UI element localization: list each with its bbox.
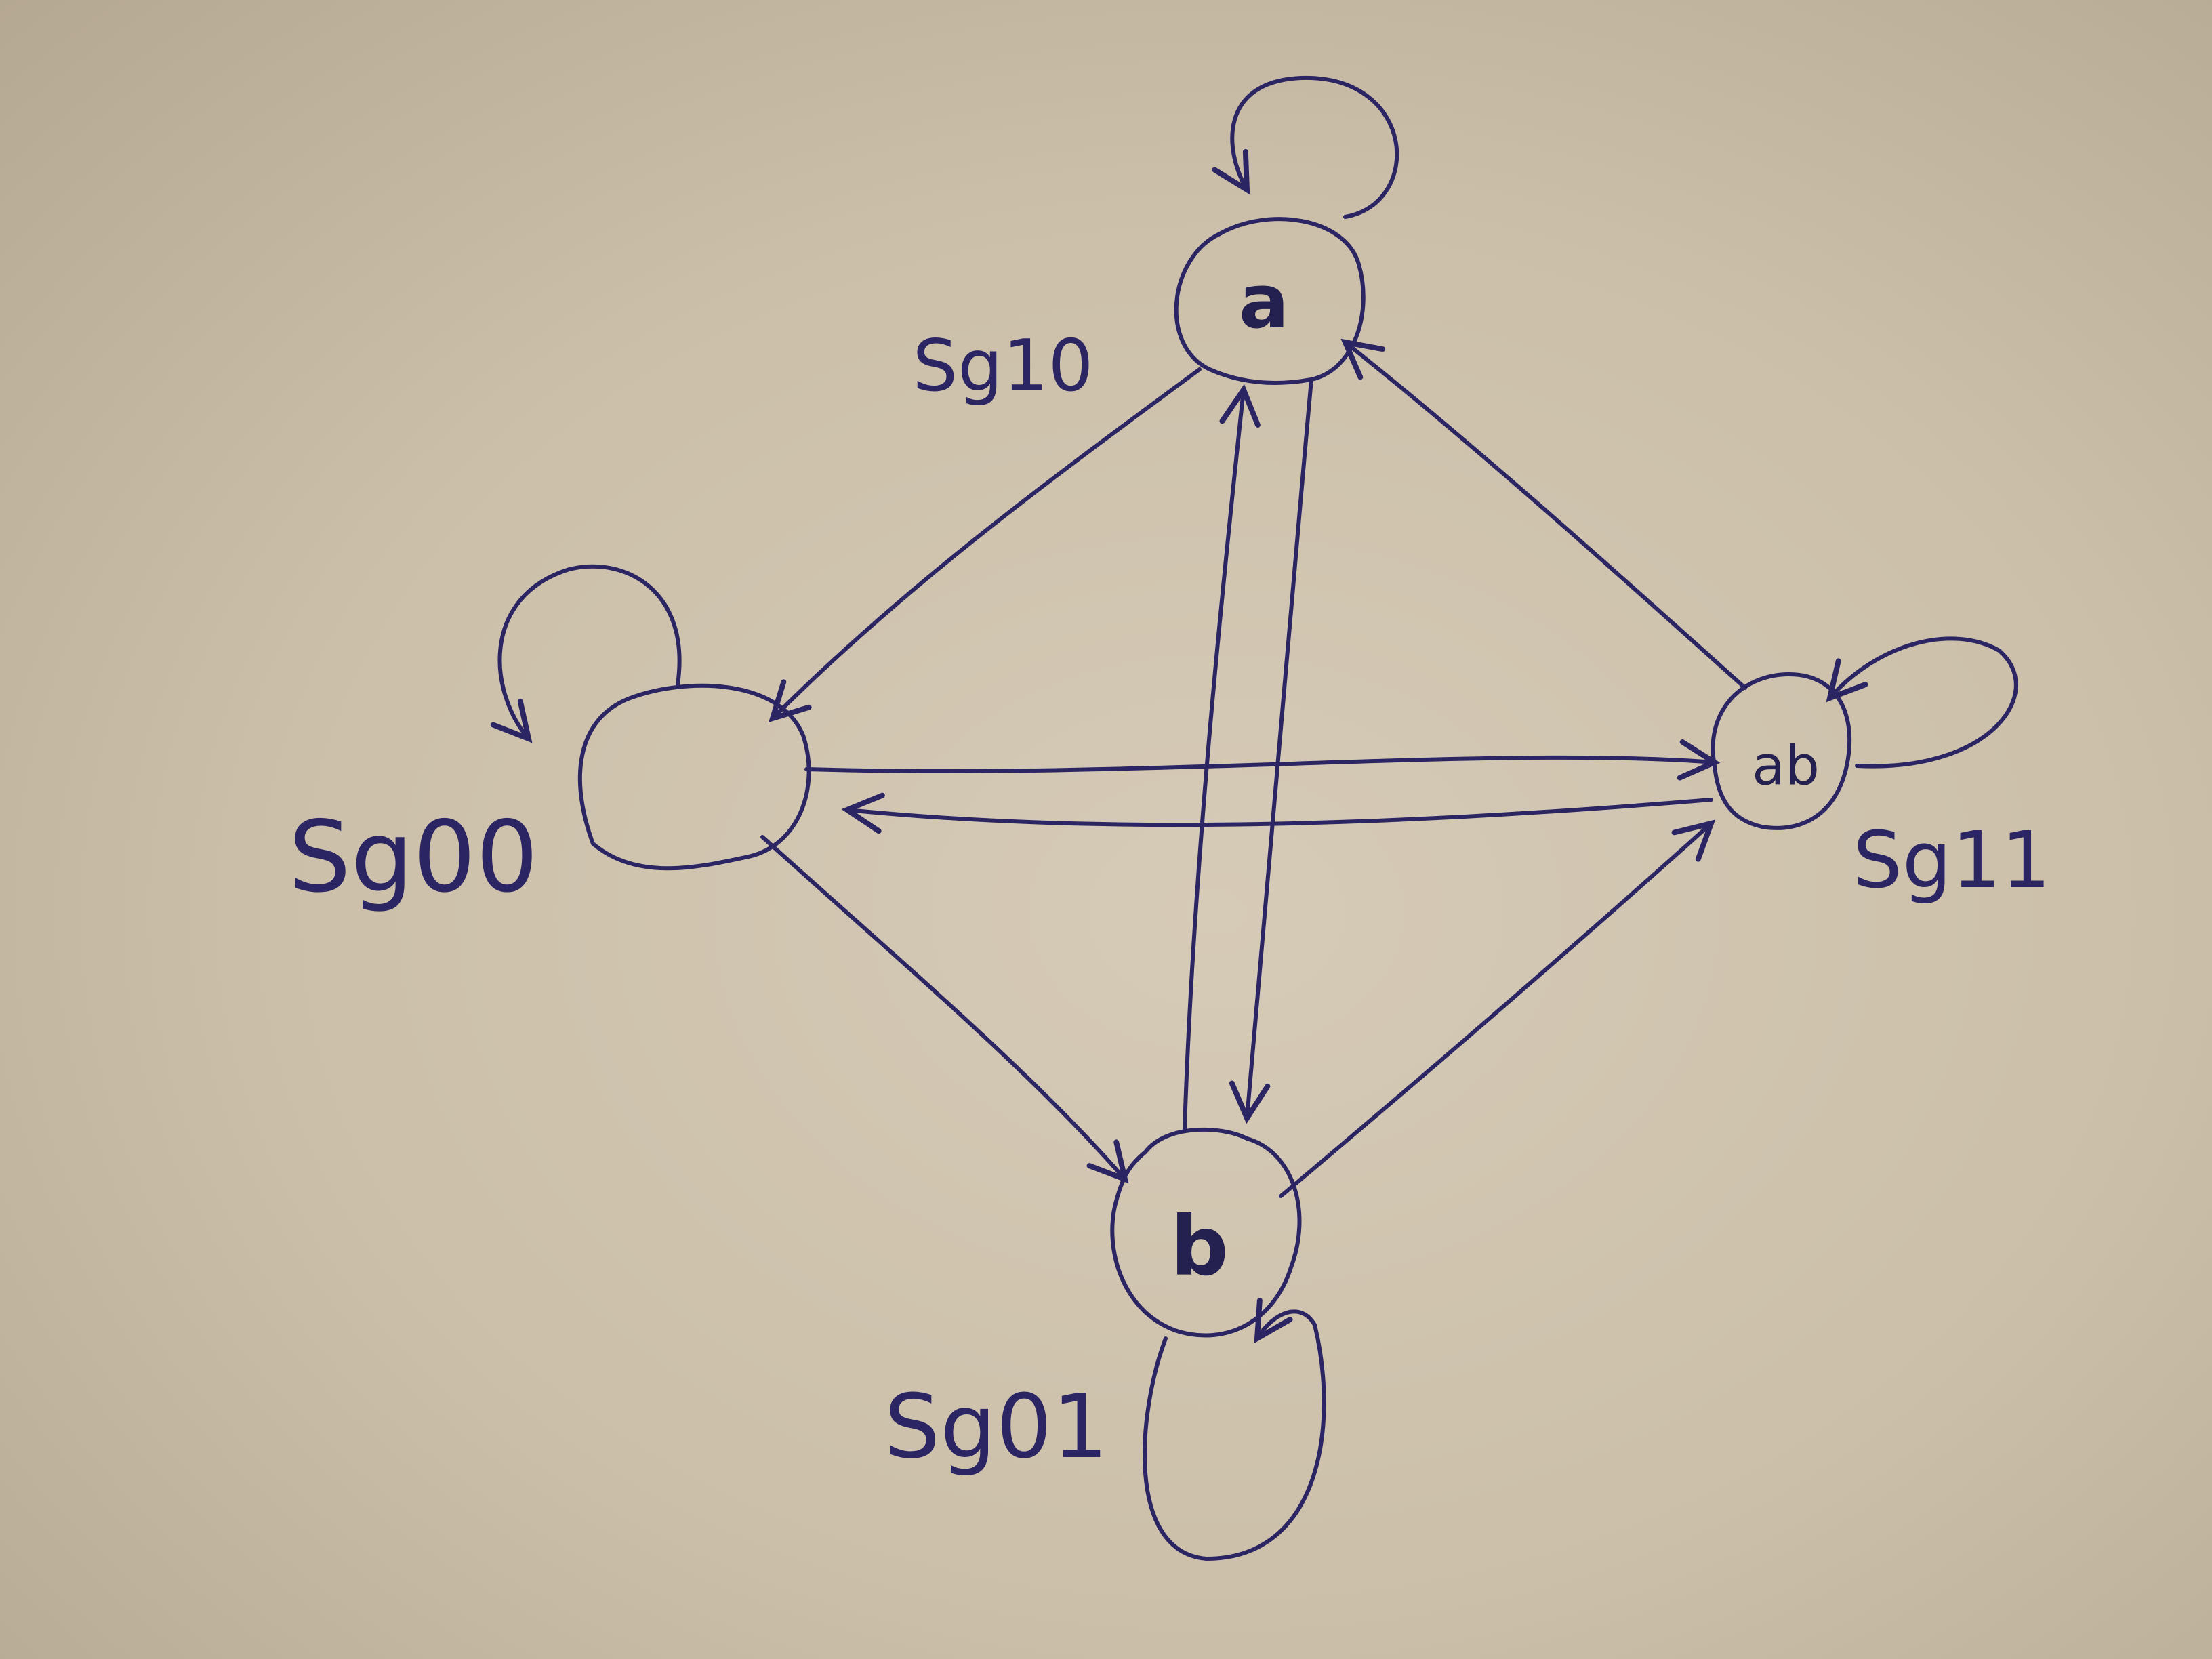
transition-edges xyxy=(760,338,1747,1198)
node-symbol-sg10: a xyxy=(1239,258,1289,345)
edge-sg00-to-sg11 xyxy=(804,739,1721,781)
node-circle-sg10 xyxy=(1174,217,1366,385)
state-label-sg01: Sg01 xyxy=(884,1375,1108,1478)
edge-sg01-to-sg10 xyxy=(1183,384,1261,1130)
loop-sg11 xyxy=(1826,636,2018,769)
node-circle-sg00 xyxy=(577,683,811,871)
edge-sg10-to-sg01 xyxy=(1229,377,1313,1124)
edge-sg00-to-sg01 xyxy=(760,835,1129,1184)
loop-sg10 xyxy=(1212,75,1399,219)
state-label-sg00: Sg00 xyxy=(289,800,539,915)
self-loops xyxy=(490,75,2018,1561)
state-labels: Sg10 Sg00 Sg11 Sg01 xyxy=(289,325,2051,1478)
state-node-sg01: b xyxy=(1110,1127,1302,1338)
edge-sg11-to-sg00 xyxy=(841,792,1713,834)
node-symbol-sg01: b xyxy=(1170,1200,1229,1294)
edge-sg11-to-sg10 xyxy=(1340,338,1747,690)
state-label-sg10: Sg10 xyxy=(913,325,1094,407)
loop-sg01 xyxy=(1143,1298,1326,1561)
edge-sg10-to-sg00 xyxy=(769,367,1202,722)
edge-sg01-to-sg11 xyxy=(1279,819,1716,1198)
state-node-sg00 xyxy=(577,683,811,871)
state-label-sg11: Sg11 xyxy=(1853,815,2051,906)
loop-sg00 xyxy=(490,564,682,743)
node-circle-sg01 xyxy=(1110,1127,1302,1338)
node-symbol-sg11: ab xyxy=(1752,735,1820,798)
node-circle-sg11 xyxy=(1711,672,1852,830)
state-node-sg11: ab xyxy=(1711,672,1852,830)
state-node-sg10: a xyxy=(1174,217,1366,385)
